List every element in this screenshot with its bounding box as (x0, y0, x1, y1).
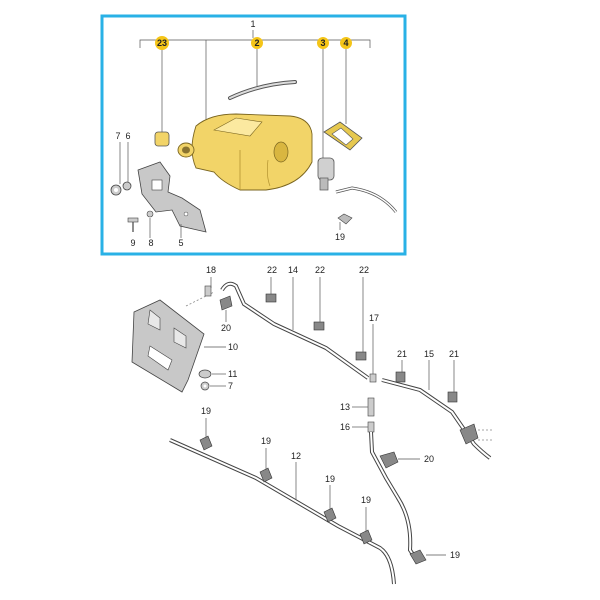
callout-2: 2 (254, 38, 259, 48)
clip-part-21-b[interactable] (447, 391, 458, 403)
callout-3: 3 (320, 38, 325, 48)
hose-part-14[interactable] (220, 281, 370, 380)
grommet-part-11[interactable] (198, 369, 212, 379)
connector-part-13[interactable] (367, 397, 375, 417)
clip-part-19-e[interactable] (409, 549, 427, 565)
callout-20-left: 20 (221, 323, 231, 333)
washer-pump-part-3[interactable] (317, 157, 335, 191)
hose-part-15[interactable] (381, 378, 492, 460)
washer-tank[interactable] (177, 113, 313, 191)
callout-2-marker (251, 37, 263, 49)
callout-14: 14 (288, 265, 298, 275)
callout-21-a: 21 (397, 349, 407, 359)
screw-part-9[interactable] (127, 217, 139, 232)
connector-part-16[interactable] (367, 421, 375, 433)
callout-5: 5 (178, 238, 183, 248)
cap-part-23[interactable] (154, 131, 170, 147)
highlight-frame (100, 14, 407, 256)
callout-19-e: 19 (450, 550, 460, 560)
callout-12: 12 (291, 451, 301, 461)
clip-part-21-a[interactable] (395, 371, 406, 383)
callout-23: 23 (157, 38, 167, 48)
callout-21-b: 21 (449, 349, 459, 359)
clip-part-19-c[interactable] (323, 507, 337, 523)
callout-22-b: 22 (315, 265, 325, 275)
callout-23-marker (155, 36, 169, 50)
callout-1: 1 (250, 19, 255, 29)
washer-part-6[interactable] (122, 181, 132, 191)
callout-18: 18 (206, 265, 216, 275)
callout-15: 15 (424, 349, 434, 359)
nut-part-7-lower[interactable] (200, 381, 210, 391)
clip-part-22-a[interactable] (265, 293, 277, 303)
callout-16: 16 (340, 422, 350, 432)
pin-part-18[interactable] (185, 285, 215, 307)
clip-part-22-c[interactable] (355, 351, 367, 361)
callout-11: 11 (228, 369, 237, 379)
callout-9: 9 (130, 238, 135, 248)
clip-part-19-top[interactable] (337, 213, 353, 225)
connector-part-17[interactable] (369, 373, 377, 383)
callout-19-c: 19 (325, 474, 335, 484)
clip-part-8[interactable] (146, 210, 154, 218)
bracket-plate-part-10[interactable] (131, 299, 205, 393)
callout-3-marker (317, 37, 329, 49)
hose-part-12[interactable] (169, 438, 396, 585)
callout-19-d: 19 (361, 495, 371, 505)
callout-4-marker (340, 37, 352, 49)
callout-10: 10 (228, 342, 238, 352)
callout-22-a: 22 (267, 265, 277, 275)
filler-strip-part-2[interactable] (228, 80, 297, 100)
bracket-part-5[interactable] (137, 161, 207, 233)
callout-17: 17 (369, 313, 379, 323)
callout-6: 6 (125, 131, 130, 141)
callout-7-top: 7 (115, 131, 120, 141)
clip-part-19-a[interactable] (199, 435, 213, 451)
callout-7-lower: 7 (228, 381, 233, 391)
callout-22-c: 22 (359, 265, 369, 275)
callout-20-right: 20 (424, 454, 434, 464)
callout-19-a: 19 (201, 406, 211, 416)
clip-part-22-b[interactable] (313, 321, 325, 331)
callout-19-top: 19 (335, 232, 345, 242)
clip-part-19-b[interactable] (259, 467, 273, 483)
callout-13: 13 (340, 402, 350, 412)
connector-part-20-right[interactable] (379, 451, 399, 469)
callout-8: 8 (148, 238, 153, 248)
nozzle-right[interactable] (459, 423, 492, 445)
callout-19-b: 19 (261, 436, 271, 446)
clip-part-19-d[interactable] (359, 529, 373, 545)
callout-4: 4 (343, 38, 348, 48)
seal-ring-part-4[interactable] (323, 121, 363, 151)
connector-part-20-left[interactable] (219, 295, 233, 311)
nut-part-7[interactable] (110, 184, 122, 196)
